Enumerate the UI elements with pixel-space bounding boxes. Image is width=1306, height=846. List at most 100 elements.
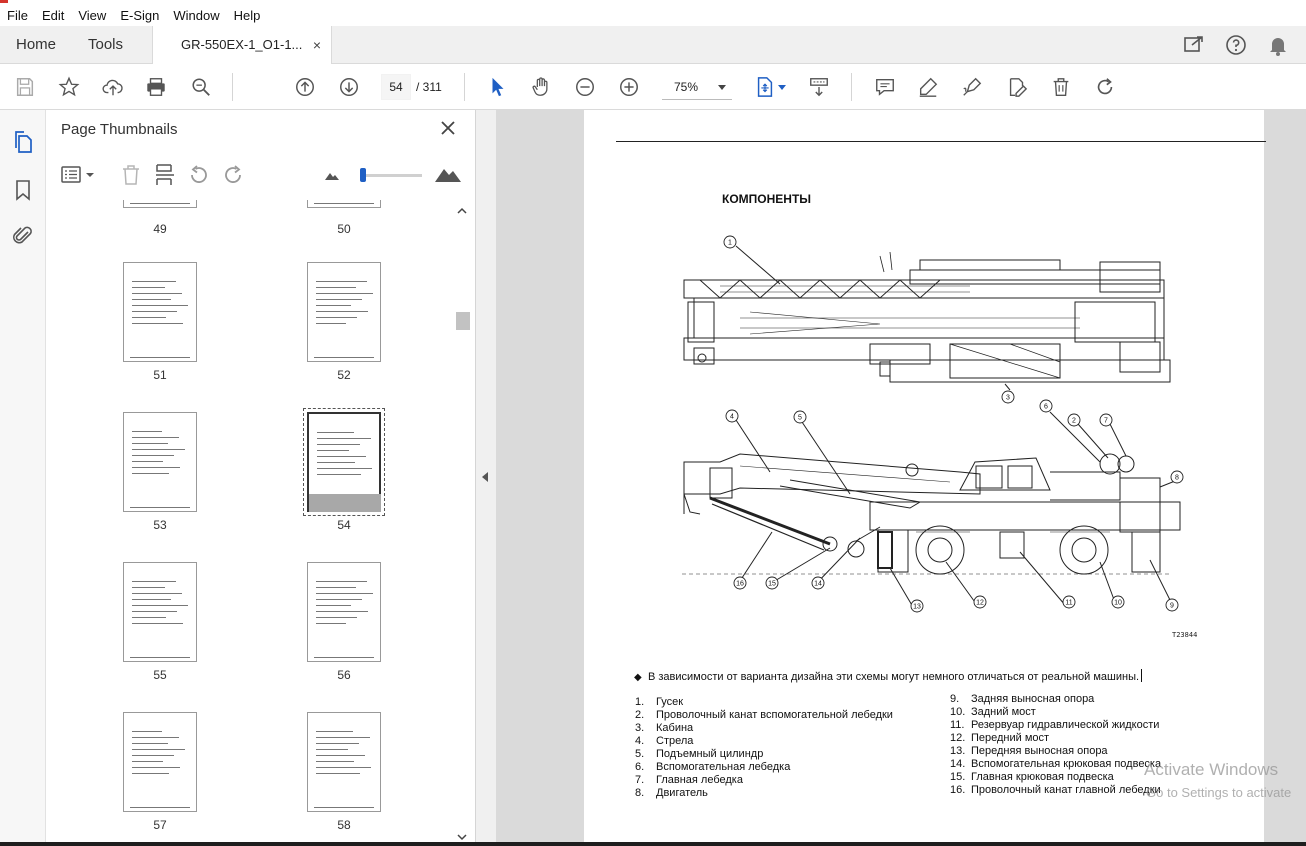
select-tool-button[interactable] xyxy=(485,74,511,100)
pen-nib-icon xyxy=(963,77,982,96)
small-mountain-icon[interactable] xyxy=(324,166,340,182)
legend-item: 11.Резервуар гидравлической жидкости xyxy=(950,719,1161,732)
bookmarks-icon[interactable] xyxy=(11,178,35,202)
scroll-down-icon[interactable] xyxy=(457,832,467,842)
star-icon xyxy=(58,76,80,97)
thumbnail-size-slider[interactable] xyxy=(360,168,422,182)
edit-pdf-button[interactable] xyxy=(1004,74,1030,100)
print-button[interactable] xyxy=(143,74,169,100)
page-thumbnail[interactable] xyxy=(303,408,385,516)
legend-number: 5. xyxy=(635,748,645,760)
panel-splitter[interactable] xyxy=(476,110,496,846)
close-panel-icon[interactable] xyxy=(438,118,458,138)
page-thumbnail[interactable] xyxy=(123,712,197,812)
page-thumbnail[interactable] xyxy=(307,262,381,362)
arrow-up-circle-icon xyxy=(296,78,314,96)
scrollbar-thumb[interactable] xyxy=(456,312,470,330)
page-thumbnail[interactable] xyxy=(123,262,197,362)
attachments-paperclip-icon[interactable] xyxy=(11,223,35,247)
page-heading: КОМПОНЕНТЫ xyxy=(722,192,812,206)
bookmark-star-button[interactable] xyxy=(56,74,82,100)
page-thumbnail[interactable] xyxy=(307,200,381,208)
rotate-clockwise-icon[interactable] xyxy=(220,162,246,188)
plus-circle-icon xyxy=(620,78,638,96)
slider-handle[interactable] xyxy=(360,168,367,182)
legend-text: Задний мост xyxy=(971,706,1036,718)
menu-view[interactable]: View xyxy=(78,7,107,23)
page-thumbnail[interactable] xyxy=(123,562,197,662)
upload-button[interactable] xyxy=(100,74,126,100)
delete-button[interactable] xyxy=(1048,74,1074,100)
activation-watermark-sub: Go to Settings to activate xyxy=(1146,785,1292,800)
close-tab-icon[interactable]: × xyxy=(312,37,321,53)
zoom-out-button[interactable] xyxy=(572,74,598,100)
document-view[interactable]: КОМПОНЕНТЫ xyxy=(496,110,1306,846)
menu-file[interactable]: File xyxy=(7,7,28,23)
previous-page-button[interactable] xyxy=(292,74,318,100)
page-thumbnail-number: 56 xyxy=(337,668,351,682)
activation-watermark: Activate Windows xyxy=(1144,760,1279,779)
page-thumbnail[interactable] xyxy=(123,200,197,208)
tab-tools[interactable]: Tools xyxy=(88,36,124,53)
main-toolbar: 54 / 311 75% xyxy=(0,64,1306,110)
page-thumbnail-number: 54 xyxy=(337,518,351,532)
hand-icon xyxy=(532,77,548,96)
callout-15: 15 xyxy=(768,581,776,588)
highlight-button[interactable] xyxy=(915,74,941,100)
save-button[interactable] xyxy=(12,74,38,100)
hand-tool-button[interactable] xyxy=(528,74,554,100)
page-thumbnail[interactable] xyxy=(123,412,197,512)
delete-pages-icon[interactable] xyxy=(118,162,144,188)
page-thumbnail[interactable] xyxy=(307,712,381,812)
scroll-up-icon[interactable] xyxy=(457,206,467,216)
rotate-button[interactable] xyxy=(1092,74,1118,100)
search-zoom-icon xyxy=(192,78,210,96)
tab-document[interactable]: GR-550EX-1_O1-1... × xyxy=(152,26,332,65)
page-thumbnail-number: 53 xyxy=(153,518,167,532)
draw-button[interactable] xyxy=(959,74,985,100)
notifications-bell-icon[interactable] xyxy=(1266,33,1290,57)
menu-help[interactable]: Help xyxy=(233,7,261,23)
legend-item: 2.Проволочный канат вспомогательной лебе… xyxy=(635,709,893,722)
callout-8: 8 xyxy=(1175,475,1179,482)
thumbnail-scrollbar[interactable] xyxy=(454,202,470,842)
tab-home[interactable]: Home xyxy=(16,36,57,53)
legend-number: 1. xyxy=(635,696,645,708)
legend-text: Проволочный канат главной лебедки xyxy=(971,784,1161,796)
menu-edit[interactable]: Edit xyxy=(41,7,65,23)
rotate-counterclockwise-icon[interactable] xyxy=(186,162,212,188)
find-button[interactable] xyxy=(188,74,214,100)
insert-pages-icon[interactable] xyxy=(152,162,178,188)
header-rule xyxy=(616,141,1266,142)
minus-circle-icon xyxy=(576,78,594,96)
page-thumbnails-icon[interactable] xyxy=(11,130,35,154)
title-strip xyxy=(0,0,1306,4)
help-icon[interactable] xyxy=(1224,33,1248,57)
toolbar-separator xyxy=(851,73,852,101)
page-total-label: / 311 xyxy=(416,80,442,94)
fit-page-icon xyxy=(757,77,773,97)
menu-window[interactable]: Window xyxy=(173,7,220,23)
zoom-level-dropdown[interactable]: 75% xyxy=(662,74,732,100)
printer-icon xyxy=(147,78,165,96)
scroll-mode-button[interactable] xyxy=(806,74,832,100)
collapse-panel-icon[interactable] xyxy=(482,472,488,482)
zoom-in-button[interactable] xyxy=(616,74,642,100)
comment-button[interactable] xyxy=(872,74,898,100)
legend-text: Задняя выносная опора xyxy=(971,693,1095,705)
callout-1: 1 xyxy=(728,240,732,247)
next-page-button[interactable] xyxy=(336,74,362,100)
legend-text: Стрела xyxy=(656,735,694,747)
toolbar-separator xyxy=(232,73,233,101)
menu-esign[interactable]: E-Sign xyxy=(120,7,160,23)
legend-number: 4. xyxy=(635,735,645,747)
callout-12: 12 xyxy=(976,600,984,607)
large-mountain-icon[interactable] xyxy=(434,162,462,184)
share-screen-icon[interactable] xyxy=(1182,33,1206,57)
thumbnail-options-icon[interactable] xyxy=(60,162,96,188)
fit-page-button[interactable] xyxy=(752,74,778,100)
chevron-down-icon[interactable] xyxy=(778,85,786,91)
page-number-input[interactable]: 54 xyxy=(381,74,411,100)
page-thumbnail[interactable] xyxy=(307,562,381,662)
legend-item: 4. Стрела xyxy=(635,735,893,748)
